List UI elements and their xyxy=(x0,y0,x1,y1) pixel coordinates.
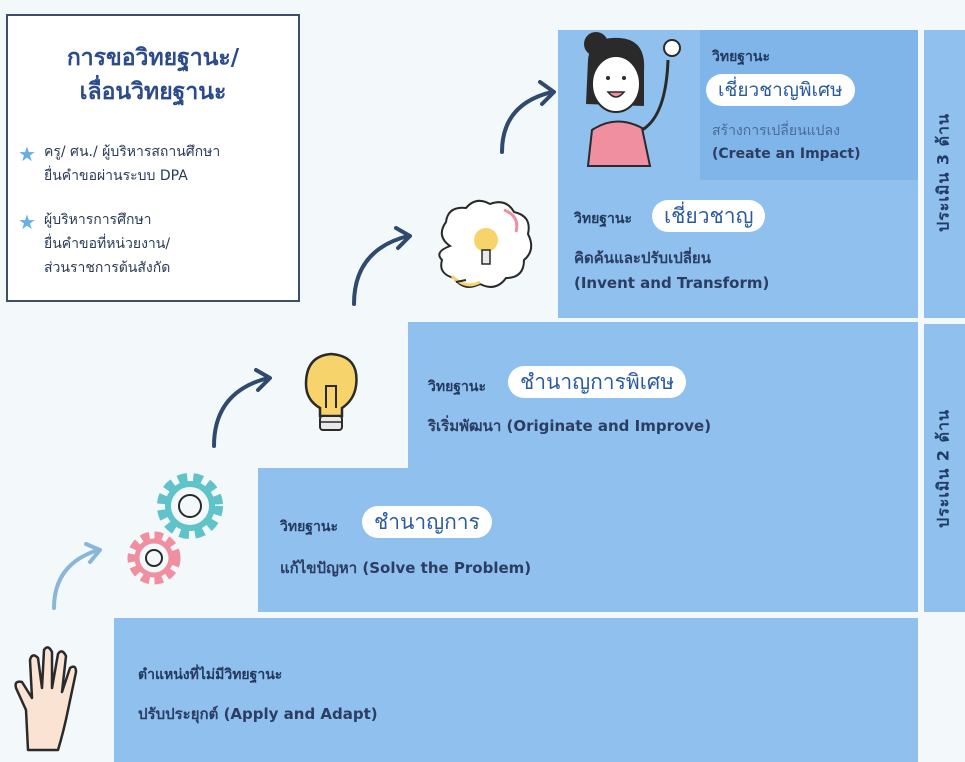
step-senior-specialist-desc-line2: (Create an Impact) xyxy=(712,146,861,162)
legend-item-administrators: ★ ผู้บริหารการศึกษา ยื่นคำขอที่หน่วยงาน/… xyxy=(18,208,171,280)
star-icon: ★ xyxy=(18,142,36,166)
step-none-desc: ปรับประยุกต์ (Apply and Adapt) xyxy=(138,705,378,723)
arrow-icon xyxy=(500,80,556,154)
arrow-icon xyxy=(352,226,412,306)
legend-title-line2: เลื่อนวิทยฐานะ xyxy=(79,79,227,105)
legend-item-line2: ยื่นคำขอที่หน่วยงาน/ xyxy=(44,236,171,252)
step-senior-specialist-desc-line1: สร้างการเปลี่ยนแปลง xyxy=(712,123,840,139)
side-label-2-aspects: ประเมิน 2 ด้าน xyxy=(933,409,953,528)
step-specialist-desc-line1: คิดค้นและปรับเปลี่ยน xyxy=(574,249,711,267)
gears-icon xyxy=(127,473,223,585)
legend-item-line1: ครู/ ศน./ ผู้บริหารสถานศึกษา xyxy=(44,144,221,160)
legend-item-line3: ส่วนราชการต้นสังกัด xyxy=(44,260,171,276)
step-expert-prefix: วิทยฐานะ xyxy=(280,519,338,535)
step-senior-specialist-rank: เชี่ยวชาญพิเศษ xyxy=(706,74,855,106)
step-senior-expert-rank: ชำนาญการพิเศษ xyxy=(508,366,687,398)
legend-item-teachers: ★ ครู/ ศน./ ผู้บริหารสถานศึกษา ยื่นคำขอผ… xyxy=(18,140,221,188)
arrow-icon xyxy=(212,368,272,448)
legend-title-line1: การขอวิทยฐานะ/ xyxy=(66,45,240,71)
side-label-3-aspects: ประเมิน 3 ด้าน xyxy=(933,113,953,232)
legend-item-line2: ยื่นคำขอผ่านระบบ DPA xyxy=(44,168,188,184)
legend-item-line1: ผู้บริหารการศึกษา xyxy=(44,212,152,228)
step-block-base xyxy=(114,618,918,762)
side-bar-top xyxy=(924,30,965,318)
step-block-expert xyxy=(258,468,408,612)
celebrating-person-icon xyxy=(584,32,681,167)
step-none-title: ตำแหน่งที่ไม่มีวิทยฐานะ xyxy=(138,667,283,683)
lightbulb-icon xyxy=(304,352,358,431)
step-expert-rank: ชำนาญการ xyxy=(362,506,492,538)
step-specialist-desc-line2: (Invent and Transform) xyxy=(574,274,770,292)
step-specialist-rank: เชี่ยวชาญ xyxy=(652,200,766,232)
arrow-icon xyxy=(52,542,102,610)
step-senior-expert-desc: ริเริ่มพัฒนา (Originate and Improve) xyxy=(428,417,712,435)
side-bar-middle xyxy=(924,324,965,612)
step-expert-desc: แก้ไขปัญหา (Solve the Problem) xyxy=(280,559,532,577)
step-specialist-prefix: วิทยฐานะ xyxy=(574,211,632,227)
step-senior-expert-prefix: วิทยฐานะ xyxy=(428,379,486,395)
step-senior-specialist-prefix: วิทยฐานะ xyxy=(712,49,770,65)
legend-box: การขอวิทยฐานะ/ เลื่อนวิทยฐานะ ★ ครู/ ศน.… xyxy=(6,14,300,302)
hand-icon xyxy=(14,646,78,752)
thinking-bulb-icon xyxy=(438,199,533,288)
star-icon: ★ xyxy=(18,210,36,234)
